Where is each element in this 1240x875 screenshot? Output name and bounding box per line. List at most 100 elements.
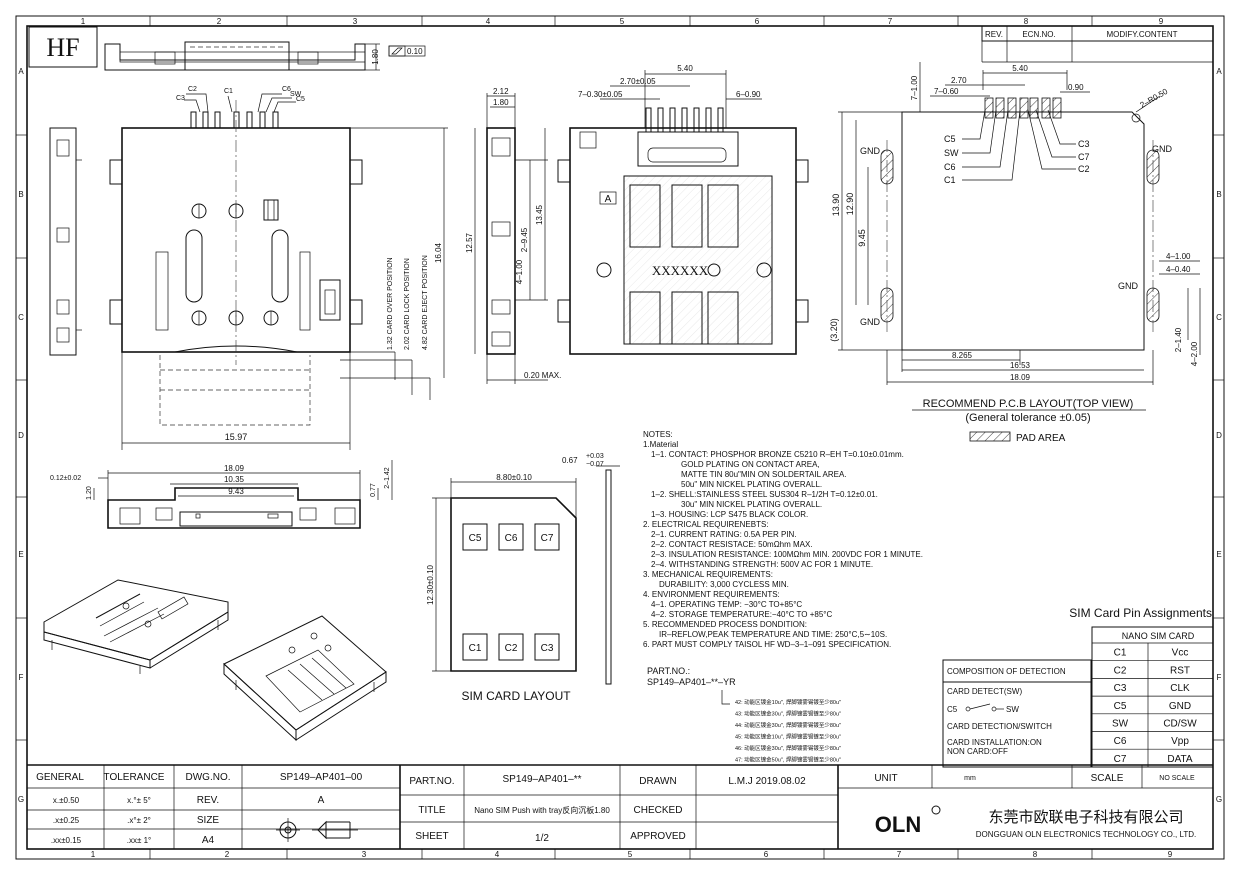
sim-pad-label: C7 (541, 533, 554, 544)
grid-row-right: A (1216, 67, 1222, 76)
contact-pin (272, 111, 279, 129)
tb-tol-ang1: x.°± 5° (127, 796, 151, 805)
pin-assignments: SIM Card Pin Assignments NANO SIM CARD C… (1069, 606, 1214, 768)
note-line: 1–3. HOUSING: LCP S475 BLACK COLOR. (651, 510, 808, 519)
dim-front-1-20: 1.20 (86, 486, 93, 500)
isometric-view-2 (223, 615, 387, 742)
pin-name: C2 (1114, 665, 1127, 676)
grid-col-bottom: 4 (495, 850, 500, 859)
dim-front-10-35: 10.35 (224, 475, 245, 484)
grid-col-bottom: 2 (225, 850, 230, 859)
note-line: 4–2. STORAGE TEMPERATURE:−40°C TO +85°C (651, 610, 833, 619)
part-number-section: PART.NO.: SP149–AP401–**–YR 42: 动能区镀金10u… (647, 666, 841, 764)
label-top-c3: C3 (176, 95, 185, 102)
note-line: MATTE TIN 80u"MIN ON SOLDERTAIL AREA. (681, 470, 847, 479)
sim-pad (534, 633, 560, 661)
part-option: 46: 动能区镀金30u", 焊脚镀雾锡镀至少80u" (735, 744, 841, 752)
ecn-header: ECN.NO. (1022, 30, 1055, 39)
note-line: 5. RECOMMENDED PROCESS DONDITION: (643, 620, 807, 629)
label-pcb-c7: C7 (1078, 152, 1090, 162)
tb-partno: SP149–AP401–** (503, 774, 582, 785)
pcb-title: RECOMMEND P.C.B LAYOUT(TOP VIEW) (923, 398, 1134, 410)
label-top-c1: C1 (224, 88, 233, 95)
tb-partno-label: PART.NO. (409, 776, 454, 787)
label-gnd-bl: GND (860, 317, 881, 327)
label-pcb-sw: SW (944, 148, 959, 158)
bottom-pin (705, 107, 712, 133)
part-option: 43: 动能区镀金30u", 焊脚镀雾锡镀至少80u" (735, 710, 841, 718)
pcb-pad (1029, 97, 1039, 119)
pin-name: C1 (1114, 648, 1127, 659)
tb-checked-label: CHECKED (634, 805, 683, 816)
tb-drawn: L.M.J 2019.08.02 (728, 776, 806, 787)
dim-card-eject: 4.82 CARD EJECT POSITION (422, 255, 429, 350)
label-gnd-tl: GND (860, 146, 881, 156)
title-block: GENERAL TOLERANCE x.±0.50 x.°± 5° .x±0.2… (27, 764, 1213, 849)
pin-signal: CLK (1170, 683, 1190, 694)
label-a: A (605, 194, 612, 205)
pcb-layout: GND GND GND GND C5 SW C6 C1 C3 C7 C2 5.4… (829, 62, 1201, 444)
oln-logo: OLN (875, 812, 921, 837)
bottom-pin (717, 107, 724, 133)
detection-c5: C5 (947, 705, 958, 714)
pcb-pad (1041, 97, 1051, 119)
note-line: 2–3. INSULATION RESISTANCE: 100MΩhm MIN.… (651, 550, 923, 559)
sim-pad-label: C2 (505, 643, 518, 654)
note-line: IR–REFLOW,PEAK TEMPERATURE AND TIME: 250… (659, 630, 887, 639)
dim-pcb-2-70: 2.70 (951, 76, 967, 85)
pin-signal: Vpp (1171, 736, 1189, 747)
pin-signal: GND (1169, 701, 1191, 712)
note-line: 4–1. OPERATING TEMP: −30°C TO+85°C (651, 600, 802, 609)
tb-title-label: TITLE (418, 805, 446, 816)
note-line: NOTES: (643, 430, 673, 439)
contact-pin (214, 111, 221, 129)
company-en: DONGGUAN OLN ELECTRONICS TECHNOLOGY CO.,… (976, 830, 1196, 839)
sim-pad (534, 523, 560, 551)
sim-pad-label: C6 (505, 533, 518, 544)
pcb-pad (1007, 97, 1017, 119)
dim-bottom-2-70: 2.70±0.05 (620, 77, 656, 86)
dim-front-18-09: 18.09 (224, 464, 245, 473)
note-line: 3. MECHANICAL REQUIREMENTS: (643, 570, 773, 579)
tb-unit-label: UNIT (874, 773, 897, 784)
pcb-pad (995, 97, 1005, 119)
grid-col-top: 7 (888, 17, 893, 26)
dim-front-0-77: 0.77 (370, 483, 377, 497)
bottom-pin (645, 107, 652, 133)
tb-drawn-label: DRAWN (639, 776, 676, 787)
detection-sw: SW (1006, 705, 1019, 714)
dim-side-4-1-00: 4–1.00 (515, 259, 524, 284)
label-pcb-c6: C6 (944, 162, 956, 172)
front-view: 18.09 10.35 9.43 0.12±0.02 1.20 0.77 2–1… (50, 460, 393, 529)
pin-assignments-title: SIM Card Pin Assignments (1069, 606, 1212, 620)
grid-row-left: C (18, 313, 24, 322)
note-line: 2–4. WITHSTANDING STRENGTH: 500V AC FOR … (651, 560, 873, 569)
dim-pcb-12-90: 12.90 (845, 193, 855, 216)
hf-logo: HF (28, 26, 98, 68)
dim-bottom-5-40: 5.40 (677, 64, 693, 73)
contact-pin (259, 111, 266, 129)
detection-switch: CARD DETECTION/SWITCH (947, 722, 1052, 731)
label-pcb-c2: C2 (1078, 164, 1090, 174)
sim-pad-label: C1 (469, 643, 482, 654)
pin-signal: Vcc (1172, 648, 1189, 659)
grid-row-right: F (1217, 673, 1222, 682)
dim-bottom-7-0-30: 7–0.30±0.05 (578, 90, 623, 99)
bottom-pin (669, 107, 676, 133)
dim-pcb-0-90: 0.90 (1068, 83, 1084, 92)
tb-general: GENERAL (36, 772, 84, 783)
dim-0-20: 0.20 MAX. (524, 371, 561, 380)
dim-pcb-7-1-00: 7–1.00 (910, 75, 919, 100)
tb-sheet-label: SHEET (415, 831, 448, 842)
dim-16-04: 16.04 (434, 242, 443, 263)
tb-size: A4 (202, 835, 215, 846)
tb-tol-x: x.±0.50 (53, 796, 80, 805)
left-side-view (49, 127, 82, 356)
note-line: DURABILITY: 3,000 CYCLESS MIN. (659, 580, 789, 589)
grid-row-right: D (1216, 431, 1222, 440)
sim-tol-minus: −0.07 (586, 461, 604, 468)
modify-header: MODIFY.CONTENT (1107, 30, 1178, 39)
sim-pad (498, 523, 524, 551)
grid-col-top: 4 (486, 17, 491, 26)
